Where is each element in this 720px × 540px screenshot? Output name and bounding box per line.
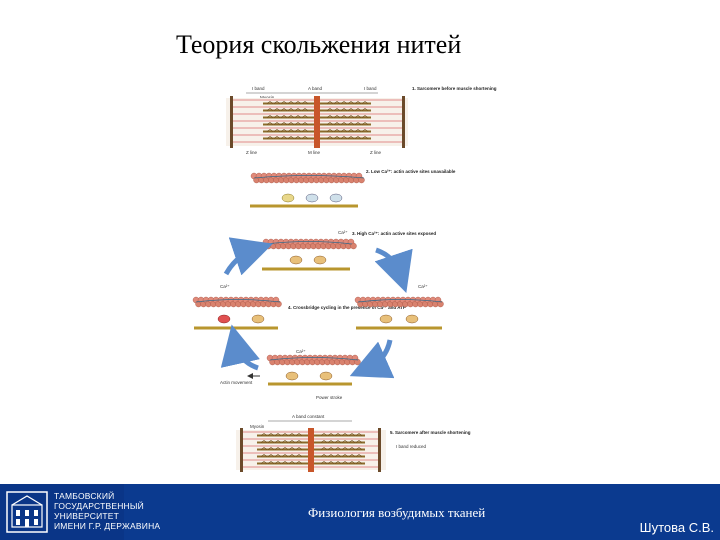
i-band-label: I band [252, 86, 265, 91]
a-band-constant-label: A band constant [292, 414, 325, 419]
sliding-filament-figure: I band A band I band Myosin Actin Z line… [192, 86, 497, 472]
footer-bar: ТАМБОВСКИЙ ГОСУДАРСТВЕННЫЙ УНИВЕРСИТЕТ И… [0, 484, 720, 540]
cycle-arrow-bottom-left [220, 324, 260, 371]
cycle-arrow-bottom-right [349, 339, 395, 379]
university-logo-icon [6, 491, 48, 533]
actin-movement-label: Actin movement [220, 380, 253, 385]
high-calcium-panel: Ca²⁺ 3. High Ca²⁺: actin active sites ex… [262, 230, 436, 271]
cycle-arrow-top-right [374, 247, 413, 293]
course-title: Физиология возбудимых тканей [308, 505, 486, 520]
sarcomere-before: I band A band I band Myosin Actin Z line… [226, 86, 497, 155]
myosin-label-after: Myosin [250, 424, 265, 429]
cycle-arrow-top-left [223, 237, 273, 276]
university-name: ТАМБОВСКИЙ ГОСУДАРСТВЕННЫЙ УНИВЕРСИТЕТ И… [54, 491, 160, 531]
university-line: УНИВЕРСИТЕТ [54, 511, 120, 521]
ca-label-4r: Ca²⁺ [418, 284, 428, 289]
ca-label-3: Ca²⁺ [338, 230, 348, 235]
sarcomere-after: A band constant Myosin 5. Sarcomere afte… [236, 414, 471, 472]
myosin-label: Myosin [260, 95, 275, 100]
university-line: ГОСУДАРСТВЕННЫЙ [54, 501, 144, 511]
author-name: Шутова С.В. [639, 520, 714, 535]
step-1-label: 1. Sarcomere before muscle shortening [412, 86, 497, 91]
i-band-reduced-label: I band reduced [396, 444, 427, 449]
m-line-label: M line [308, 150, 321, 155]
i-band-label-right: I band [364, 86, 377, 91]
z-line-label: Z line [246, 150, 258, 155]
university-line: ИМЕНИ Г.Р. ДЕРЖАВИНА [54, 521, 161, 531]
power-stroke-label: Power stroke [316, 395, 343, 400]
step-5-label: 5. Sarcomere after muscle shortening [390, 430, 471, 435]
crossbridge-left: Ca²⁺ [192, 284, 282, 330]
university-block: ТАМБОВСКИЙ ГОСУДАРСТВЕННЫЙ УНИВЕРСИТЕТ И… [0, 484, 160, 540]
slide-title: Теория скольжения нитей [176, 30, 462, 59]
step-4-label: 4. Crossbridge cycling in the presence o… [288, 305, 406, 310]
a-band-label: A band [308, 86, 323, 91]
university-line: ТАМБОВСКИЙ [54, 491, 115, 501]
z-line-label-right: Z line [370, 150, 382, 155]
ca-label-4l: Ca²⁺ [220, 284, 230, 289]
step-2-label: 2. Low Ca²⁺: actin active sites unavaila… [366, 169, 456, 174]
ca-label-5: Ca²⁺ [296, 349, 306, 354]
crossbridge-right: Ca²⁺ [354, 284, 444, 330]
power-stroke-panel: Actin movement Power stroke Ca²⁺ [220, 349, 361, 400]
low-calcium-panel: 2. Low Ca²⁺: actin active sites unavaila… [250, 169, 456, 208]
step-3-label: 3. High Ca²⁺: actin active sites exposed [352, 231, 436, 236]
